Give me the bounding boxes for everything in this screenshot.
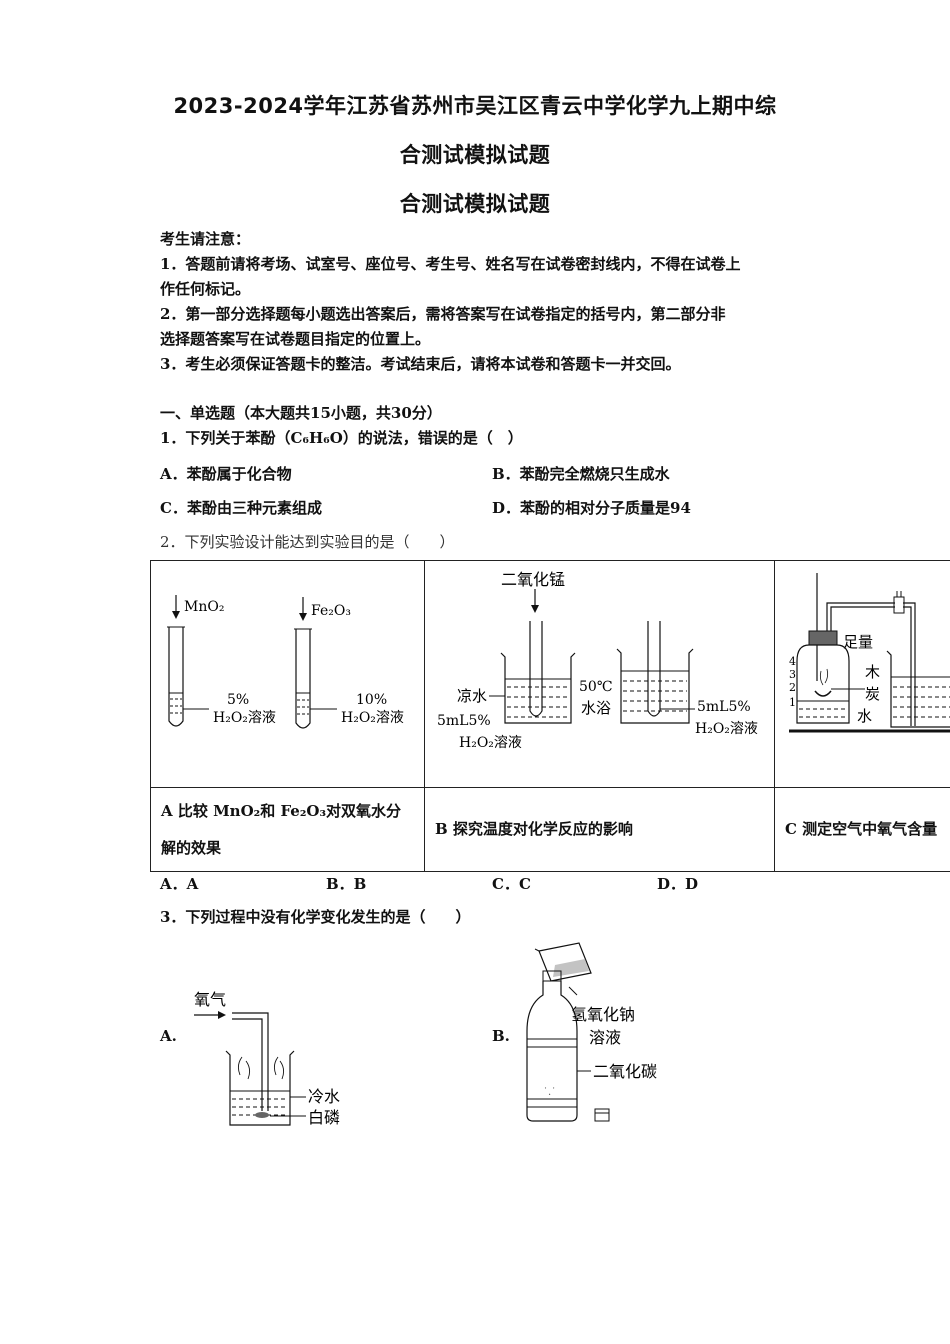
q2-option-c[interactable]: C．C [492,875,531,893]
label-h2o2-a1: H₂O₂溶液 [213,710,276,726]
label-h2o2-b2: H₂O₂溶液 [695,721,758,737]
experiment-table: MnO₂ Fe₂O₃ 5% H₂O₂溶液 10% [150,560,950,872]
section-heading: 一、单选题（本大题共15小题，共30分） [160,404,442,422]
caption-b: B 探究温度对化学反应的影响 [424,787,775,872]
label-cold-water: 凉水 [457,687,487,705]
caption-a-line2: 解的效果 [161,838,222,857]
figure-b-cell: 二氧化锰 凉水 5mL5% H₂O₂溶液 50℃ 水浴 [424,560,775,788]
label-conc-10: 10% [356,692,387,708]
q1-option-a[interactable]: A．苯酚属于化合物 [160,465,292,483]
q3-option-a[interactable]: A. [160,1027,177,1045]
label-h2o2-b1: H₂O₂溶液 [459,735,522,751]
caption-a: A 比较 MnO₂和 Fe₂O₃对双氧水分 解的效果 [150,787,425,872]
label-charcoal-1: 木 [865,663,880,681]
label-conc-5: 5% [227,692,249,708]
question-3-stem: 3．下列过程中没有化学变化发生的是（ ） [160,908,471,926]
figure-a-test-tubes: MnO₂ Fe₂O₃ 5% H₂O₂溶液 10% [167,595,404,729]
caption-a-line1: A 比较 MnO₂和 Fe₂O₃对双氧水分 [161,801,402,820]
label-naoh-1: 氢氧化钠 [571,1005,635,1024]
q3-option-b[interactable]: B. [492,1027,510,1045]
label-fe2o3: Fe₂O₃ [311,603,351,619]
q1-option-d[interactable]: D．苯酚的相对分子质量是94 [492,499,691,517]
label-white-phosphorus: 白磷 [308,1108,340,1127]
notice-item: 2．第一部分选择题每小题选出答案后，需将答案写在试卷指定的括号内，第二部分非 [160,305,726,323]
figure-c-cell: 足量 4 3 2 1 木 炭 水 [774,560,950,788]
label-mno2-cn: 二氧化锰 [501,570,565,589]
question-1-stem: 1．下列关于苯酚（C₆H₆O）的说法，错误的是（ ） [160,429,523,447]
caption-c: C 测定空气中氧气含量 [774,787,950,872]
figure-a-cell: MnO₂ Fe₂O₃ 5% H₂O₂溶液 10% [150,560,425,788]
q2-option-d[interactable]: D．D [657,875,699,893]
label-cold-water-q3: 冷水 [308,1087,340,1106]
svg-text:˙.˙: ˙.˙ [543,1087,556,1098]
label-water-c: 水 [857,707,872,725]
label-enough: 足量 [843,633,873,651]
figure-b-beakers: 二氧化锰 凉水 5mL5% H₂O₂溶液 50℃ 水浴 [437,570,758,751]
q2-option-b[interactable]: B．B [326,875,367,893]
page-title-line2: 合测试模拟试题 [399,143,551,167]
question-2-stem: 2．下列实验设计能达到实验目的是（ ） [160,533,455,551]
label-oxygen: 氧气 [194,990,226,1009]
label-naoh-2: 溶液 [589,1028,621,1047]
mark-2: 2 [789,681,796,694]
label-50c: 50℃ [579,679,612,695]
label-mno2: MnO₂ [184,599,224,615]
q3-figure-a: 氧气 冷水 白磷 [194,990,340,1127]
mark-4: 4 [789,655,796,668]
notice-item: 选择题答案写在试卷题目指定的位置上。 [160,330,431,348]
mark-3: 3 [789,668,796,681]
label-water-bath: 水浴 [581,699,611,717]
label-co2: 二氧化碳 [593,1062,657,1081]
label-5ml5-b1: 5mL5% [437,713,491,729]
q3-figure-b: ˙.˙ 氢氧化钠 溶液 二氧化碳 [526,942,657,1122]
notice-item: 3．考生必须保证答题卡的整洁。考试结束后，请将本试卷和答题卡一并交回。 [160,355,681,373]
figure-c-apparatus: 足量 4 3 2 1 木 炭 水 [789,573,950,733]
label-5ml5-b2: 5mL5% [697,699,751,715]
notice-item: 1．答题前请将考场、试室号、座位号、考生号、姓名写在试卷密封线内，不得在试卷上 [160,255,741,273]
q1-option-c[interactable]: C．苯酚由三种元素组成 [160,499,322,517]
page-title-line1: 2023-2024学年江苏省苏州市吴江区青云中学化学九上期中综 [173,94,777,118]
label-charcoal-2: 炭 [865,685,880,703]
q1-option-b[interactable]: B．苯酚完全燃烧只生成水 [492,465,670,483]
notice-heading: 考生请注意： [160,230,251,248]
q2-option-a[interactable]: A．A [160,875,199,893]
label-h2o2-a2: H₂O₂溶液 [341,710,404,726]
page-title-line3: 合测试模拟试题 [399,192,551,216]
mark-1: 1 [789,696,796,709]
notice-item: 作任何标记。 [160,280,251,298]
